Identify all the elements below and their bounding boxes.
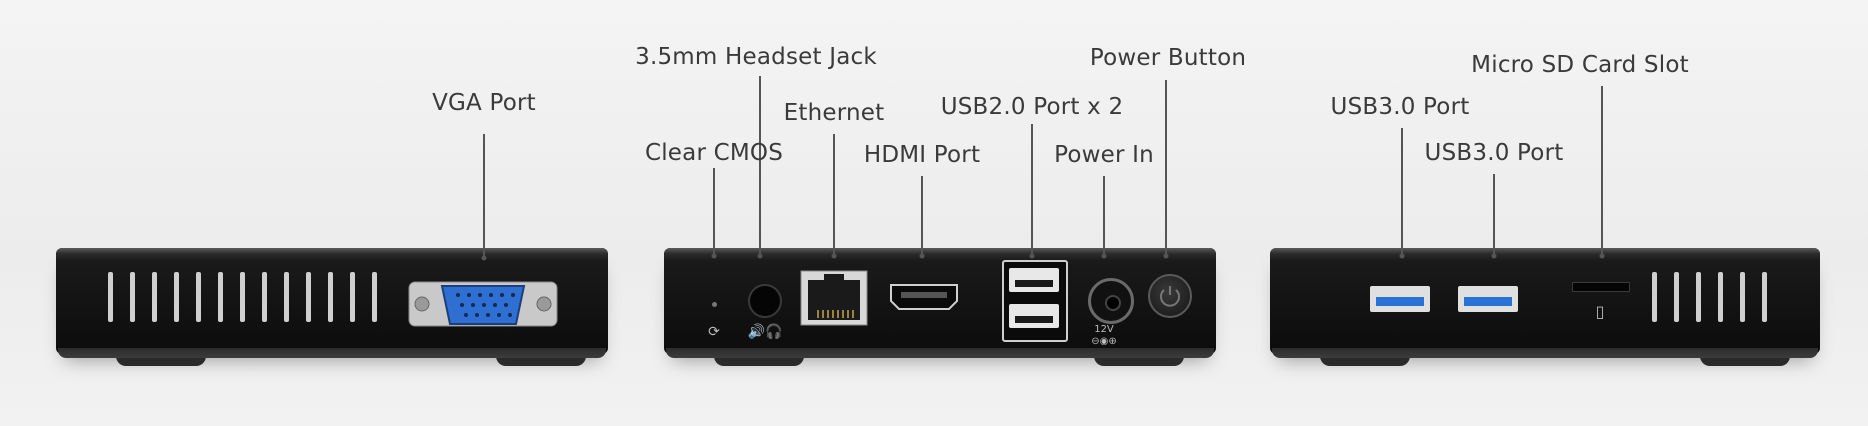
leader-hdmi: [921, 176, 923, 254]
polarity-icon: ⊖◉⊕: [1091, 336, 1117, 347]
leader-microsd: [1601, 86, 1603, 254]
label-usb3-port-b: USB3.0 Port: [1424, 140, 1564, 166]
leader-dot: [481, 255, 487, 261]
label-vga-port: VGA Port: [432, 90, 536, 116]
usb3-port-a: [1370, 286, 1430, 312]
device-right-side: ▯: [1270, 248, 1820, 366]
label-headset-jack: 3.5mm Headset Jack: [635, 44, 877, 70]
leader-dot: [1491, 253, 1497, 259]
hdmi-port: [890, 284, 958, 310]
label-ethernet: Ethernet: [783, 100, 885, 126]
leader-dot: [831, 253, 837, 259]
vga-port: [408, 281, 558, 327]
leader-usb3-b: [1493, 174, 1495, 254]
leader-dot: [757, 253, 763, 259]
label-hdmi-port: HDMI Port: [863, 142, 981, 168]
leader-headset: [759, 76, 761, 254]
device-left-side: [56, 248, 608, 366]
power-icon: [1160, 286, 1180, 307]
leader-dot: [1599, 253, 1605, 259]
leader-dot: [1101, 253, 1107, 259]
device-foot: [714, 356, 804, 366]
label-microsd-slot: Micro SD Card Slot: [1471, 52, 1689, 78]
label-power-button: Power Button: [1089, 45, 1247, 71]
power-button[interactable]: [1148, 274, 1192, 318]
usb3-port-b: [1458, 286, 1518, 312]
device-foot: [1094, 356, 1184, 366]
leader-power-button: [1165, 80, 1167, 254]
device-foot: [116, 356, 206, 366]
usb2-port-top: [1009, 268, 1059, 292]
power-rating-text: 12V: [1094, 324, 1114, 335]
headset-icon: 🔊🎧: [747, 324, 783, 340]
leader-ethernet: [833, 134, 835, 254]
clear-cmos-pinhole: [712, 302, 717, 307]
dc-power-jack: [1088, 278, 1134, 324]
leader-dot: [1399, 253, 1405, 259]
device-rear-panel: ⟳ 🔊🎧 12: [664, 248, 1216, 366]
label-usb2-ports: USB2.0 Port x 2: [940, 94, 1124, 120]
leader-dot: [1029, 253, 1035, 259]
leader-vga: [483, 134, 485, 258]
usb2-port-bottom: [1009, 304, 1059, 328]
label-usb3-port-a: USB3.0 Port: [1330, 94, 1470, 120]
leader-usb2: [1031, 124, 1033, 254]
device-foot: [496, 356, 586, 366]
leader-dot: [1163, 253, 1169, 259]
device-foot: [1700, 356, 1790, 366]
ethernet-port: [800, 270, 868, 326]
microsd-slot: [1572, 282, 1630, 292]
leader-dot: [919, 253, 925, 259]
leader-power-in: [1103, 176, 1105, 254]
leader-usb3-a: [1401, 128, 1403, 254]
headset-jack: [748, 284, 782, 318]
label-power-in: Power In: [1054, 142, 1154, 168]
device-foot: [1320, 356, 1410, 366]
leader-clear-cmos: [713, 168, 715, 254]
label-clear-cmos: Clear CMOS: [644, 140, 784, 166]
leader-dot: [711, 253, 717, 259]
sd-card-icon: ▯: [1595, 302, 1605, 321]
usb2-ports: [1002, 260, 1068, 342]
reset-icon: ⟳: [708, 324, 720, 340]
